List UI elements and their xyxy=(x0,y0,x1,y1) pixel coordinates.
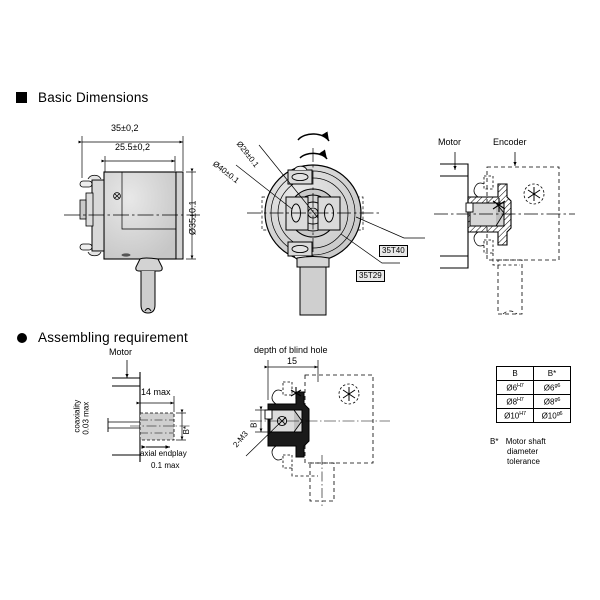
table-cell-bore: Ø6H7 xyxy=(496,380,534,395)
section-header-assembling-requirement: Assembling requirement xyxy=(17,330,188,345)
table-row: Ø10H7 Ø10g6 xyxy=(496,408,571,423)
dim-blind-hole-depth: 15 xyxy=(287,356,298,366)
table-note-line2: diameter xyxy=(507,447,539,456)
shaft-tolerance-table: B B* Ø6H7 Ø6g6 Ø8H7 Ø8g6 Ø10H7 Ø10g6 xyxy=(496,366,571,423)
bore-tolerance: H7 xyxy=(517,396,524,403)
table-note-line1: Motor shaft xyxy=(505,437,546,446)
label-coaxiality-line2: 0.03 max xyxy=(81,401,91,435)
table-header-row: B B* xyxy=(496,366,571,381)
label-axial-endplay: axial endplay xyxy=(140,449,187,458)
front-view-group xyxy=(235,131,425,316)
dim-shaft-diameter-bstar: B* xyxy=(182,425,192,435)
dim-body-length: 25.5±0,2 xyxy=(115,142,150,152)
label-motor: Motor xyxy=(438,137,462,147)
assembly-view-group xyxy=(107,360,192,462)
circle-bullet-icon xyxy=(17,332,27,343)
callout-35t40: 35T40 xyxy=(379,245,408,258)
table-header-bore: B xyxy=(496,366,534,381)
dim-shaft-length: 14 max xyxy=(141,387,171,397)
square-bullet-icon xyxy=(16,92,27,103)
label-encoder: Encoder xyxy=(493,137,527,147)
dim-body-diameter: Ø35±0.1 xyxy=(187,200,198,235)
shaft-value: Ø10 xyxy=(541,411,557,421)
callout-35t29: 35T29 xyxy=(356,270,385,283)
shaft-tolerance: g6 xyxy=(554,396,561,403)
table-cell-bore: Ø10H7 xyxy=(496,408,534,423)
shaft-tolerance: g6 xyxy=(554,382,561,389)
table-row: Ø8H7 Ø8g6 xyxy=(496,394,571,409)
mounting-view-group xyxy=(434,152,575,315)
bore-value: Ø10 xyxy=(504,411,520,421)
table-cell-shaft: Ø8g6 xyxy=(533,394,571,409)
bore-tolerance: H7 xyxy=(519,410,526,417)
table-note: B* Motor shaft diameter tolerance xyxy=(490,437,546,467)
blind-hole-view-group xyxy=(245,360,390,506)
label-axial-endplay-value: 0.1 max xyxy=(151,461,180,470)
table-note-key: B* xyxy=(490,437,499,446)
shaft-tolerance: g6 xyxy=(556,410,563,417)
table-cell-bore: Ø8H7 xyxy=(496,394,534,409)
bore-tolerance: H7 xyxy=(517,382,524,389)
label-depth-of-blind-hole: depth of blind hole xyxy=(254,345,328,355)
table-cell-shaft: Ø10g6 xyxy=(533,408,571,423)
shaft-value: Ø6 xyxy=(543,383,555,393)
section-header-basic-dimensions: Basic Dimensions xyxy=(16,90,149,105)
label-assembly-motor: Motor xyxy=(109,347,133,357)
section-title: Assembling requirement xyxy=(38,330,188,345)
table-cell-shaft: Ø6g6 xyxy=(533,380,571,395)
section-title: Basic Dimensions xyxy=(38,90,149,105)
dim-overall-length: 35±0,2 xyxy=(111,123,139,133)
table-header-shaft: B* xyxy=(533,366,571,381)
bore-value: Ø8 xyxy=(506,397,518,407)
side-view-group xyxy=(64,136,200,314)
dim-bore-b: B xyxy=(249,422,259,428)
table-row: Ø6H7 Ø6g6 xyxy=(496,380,571,395)
shaft-value: Ø8 xyxy=(543,397,555,407)
table-note-line3: tolerance xyxy=(507,457,540,466)
bore-value: Ø6 xyxy=(506,383,518,393)
